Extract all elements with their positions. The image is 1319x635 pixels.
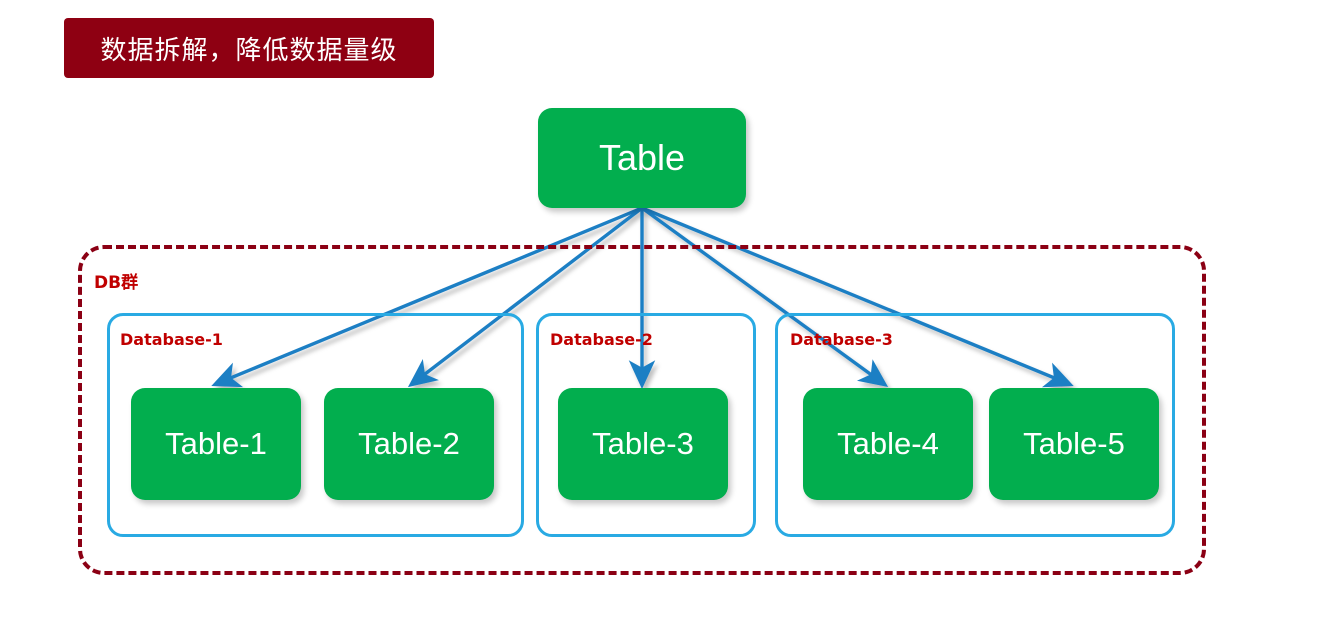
node-table-5[interactable]: Table-5 [989, 388, 1159, 500]
db-group-container [78, 245, 1206, 575]
database-label-1: Database-1 [120, 330, 223, 349]
node-table-1[interactable]: Table-1 [131, 388, 301, 500]
node-table-2[interactable]: Table-2 [324, 388, 494, 500]
node-table-3[interactable]: Table-3 [558, 388, 728, 500]
node-table-root[interactable]: Table [538, 108, 746, 208]
title-banner: 数据拆解，降低数据量级 [64, 18, 434, 78]
database-label-3: Database-3 [790, 330, 893, 349]
database-label-2: Database-2 [550, 330, 653, 349]
database-box-2 [536, 313, 756, 537]
db-group-label: DB群 [94, 273, 139, 293]
database-box-3 [775, 313, 1175, 537]
database-box-1 [107, 313, 524, 537]
node-table-4[interactable]: Table-4 [803, 388, 973, 500]
